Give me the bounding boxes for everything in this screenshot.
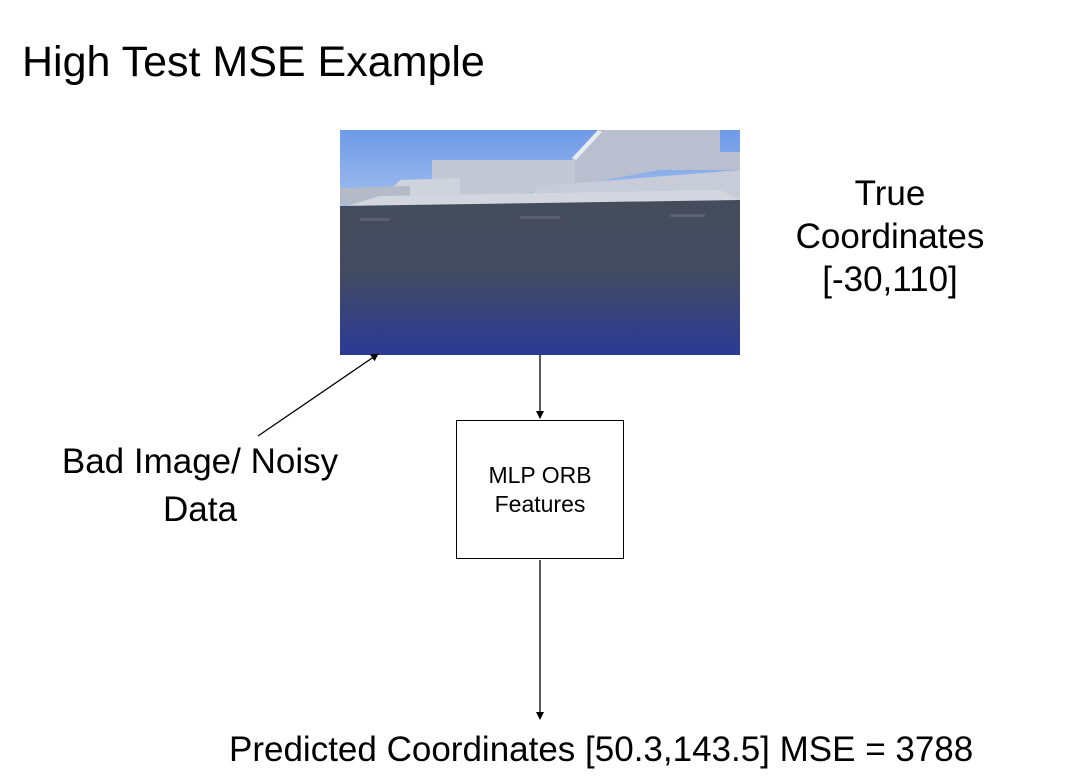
arrow-noisy-to-image	[257, 353, 379, 437]
model-box-line2: Features	[494, 490, 586, 517]
cloud-layer	[340, 130, 740, 214]
model-box: MLP ORB Features	[456, 420, 624, 559]
true-coordinates-line1: True	[854, 174, 926, 213]
true-coordinates-value: [-30,110]	[822, 260, 958, 299]
bad-image-label: Bad Image/ Noisy Data	[20, 438, 380, 534]
model-box-line1: MLP ORB	[488, 461, 592, 488]
bad-image-line2: Data	[163, 490, 237, 529]
ground	[340, 200, 740, 355]
slide-title: High Test MSE Example	[22, 38, 485, 86]
true-coordinates-label: True Coordinates [-30,110]	[760, 172, 1020, 301]
prediction-label: Predicted Coordinates [50.3,143.5] MSE =…	[229, 730, 974, 769]
bad-image-line1: Bad Image/ Noisy	[61, 442, 339, 481]
true-coordinates-line2: Coordinates	[795, 217, 985, 256]
scene-image	[340, 130, 740, 355]
